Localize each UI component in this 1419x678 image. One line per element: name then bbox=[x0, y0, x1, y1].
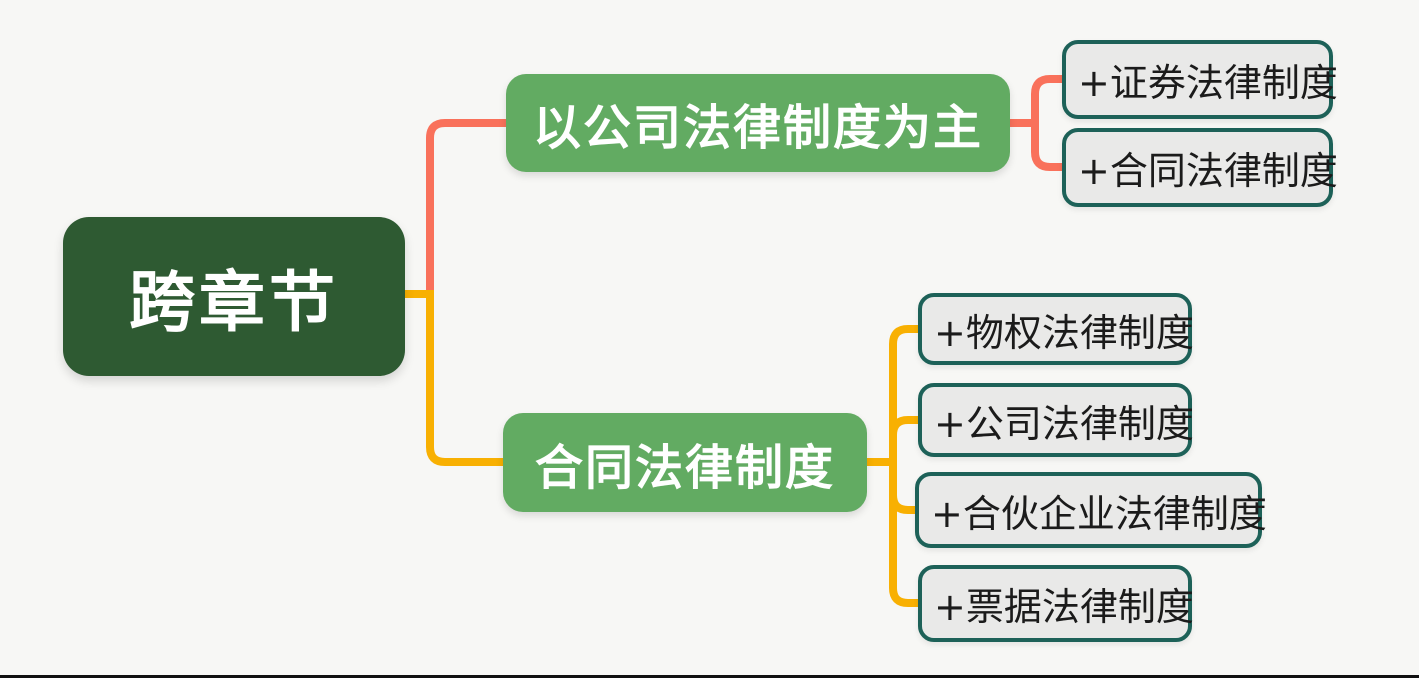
root-topic[interactable]: 跨章节 bbox=[63, 217, 405, 376]
branch-topic-company-law-focused[interactable]: 以公司法律制度为主 bbox=[506, 74, 1010, 172]
connector-branch1-to-leaves bbox=[1006, 75, 1067, 171]
connector-root-to-branch1 bbox=[399, 119, 510, 298]
leaf-topic-property-law[interactable]: +物权法律制度 bbox=[918, 293, 1194, 365]
branch-topic-contract-law[interactable]: 合同法律制度 bbox=[503, 413, 867, 512]
leaf-topic-contract-law[interactable]: +合同法律制度 bbox=[1062, 128, 1338, 207]
leaf-topic-company-law[interactable]: +公司法律制度 bbox=[918, 383, 1194, 457]
leaf-topic-partnership-law[interactable]: +合伙企业法律制度 bbox=[915, 472, 1267, 548]
connector-root-to-branch2 bbox=[399, 290, 507, 466]
leaf-topic-securities-law[interactable]: +证券法律制度 bbox=[1062, 40, 1338, 119]
screenshot-bottom-edge bbox=[0, 675, 1419, 678]
connector-branch2-to-leaves bbox=[863, 325, 923, 607]
leaf-topic-negotiable-instruments-law[interactable]: +票据法律制度 bbox=[918, 565, 1194, 642]
